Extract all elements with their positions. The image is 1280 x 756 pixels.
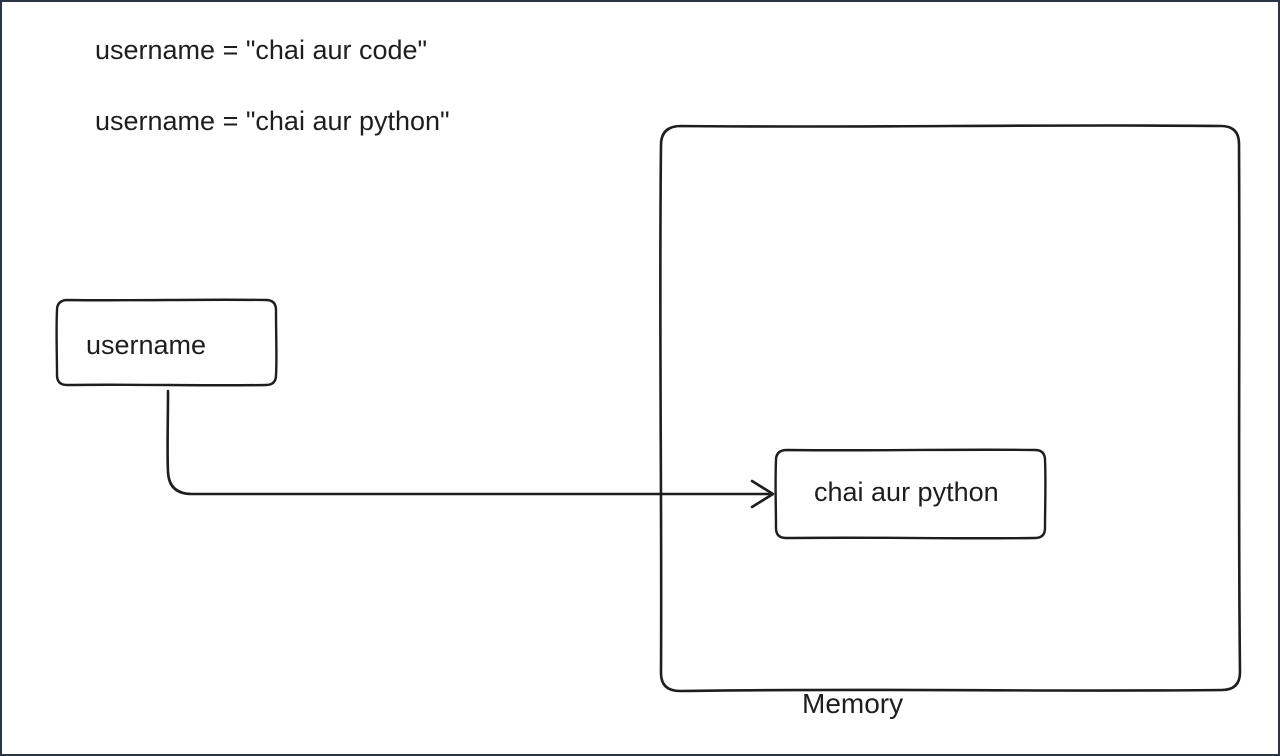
memory-label: Memory [802, 688, 904, 719]
variable-box [55, 298, 278, 387]
code-line-2: username = "chai aur python" [95, 106, 450, 136]
memory-box [658, 124, 1242, 693]
value-box [774, 448, 1047, 540]
value-label: chai aur python [814, 477, 999, 507]
reference-arrow [166, 389, 774, 496]
variable-label: username [86, 330, 207, 360]
code-line-1: username = "chai aur code" [95, 35, 428, 65]
arrow-head [750, 479, 775, 509]
